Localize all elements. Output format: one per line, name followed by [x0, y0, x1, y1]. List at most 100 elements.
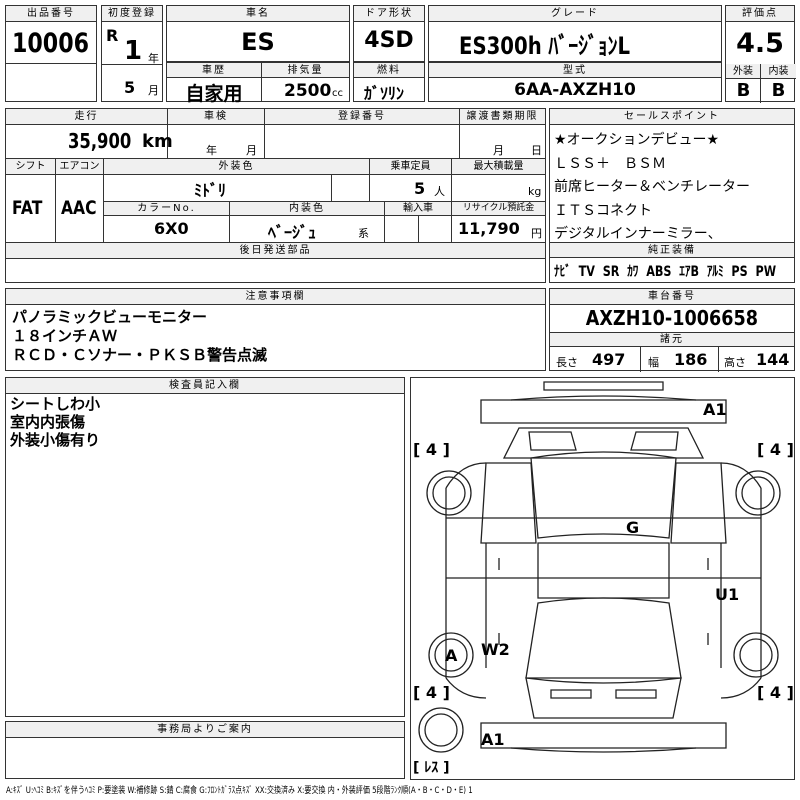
width-label: 幅: [648, 356, 659, 369]
history-box: 車歴 自家用: [166, 62, 262, 105]
lot-number-box: 出品番号 10006: [5, 5, 97, 102]
int-color: ﾍﾞｰｼﾞｭ: [268, 223, 317, 242]
sales-points-box: セールスポイント ★オークションデビュー★ ＬＳＳ＋ ＢＳＭ 前席ヒーター＆ベン…: [549, 108, 795, 283]
equipment-item: TV: [578, 264, 595, 280]
notes-label: 注意事項欄: [6, 289, 545, 305]
sales-points-label: セールスポイント: [550, 109, 794, 125]
sales-point-line: デジタルインナーミラー、: [554, 226, 722, 242]
equipment-item: ﾅﾋﾞ: [554, 264, 571, 280]
interior-grade-label: 内装: [761, 64, 796, 79]
chassis-number: AXZH10-1006658: [585, 306, 759, 330]
registration-year: 1: [124, 36, 143, 66]
chassis-label: 車台番号: [550, 289, 794, 305]
notes-list: パノラミックビューモニター １８インチＡＷ ＲＣＤ・Ｃソナー・ＰＫＳＢ警告点滅: [12, 308, 267, 365]
year-unit: 年: [148, 52, 159, 65]
transfer-label: 譲渡書類期限: [460, 109, 545, 125]
inspector-line: 室内内張傷: [10, 413, 86, 431]
lot-number: 10006: [12, 28, 90, 59]
damage-mark-u1: U1: [715, 585, 740, 604]
exterior-grade-label: 外装: [726, 64, 761, 79]
ac: AAC: [61, 197, 97, 219]
length-label: 長さ: [556, 356, 578, 369]
car-name: ES: [241, 28, 275, 56]
inspector-list: シートしわ小 室内内張傷 外装小傷有り: [10, 395, 100, 449]
int-color-label: 内装色: [230, 202, 385, 216]
grade-box: グレード ES300h ﾊﾞｰｼﾞｮﾝL: [428, 5, 722, 62]
first-registration-label: 初度登録: [102, 6, 162, 22]
height-label: 高さ: [724, 356, 746, 369]
grade: ES300h ﾊﾞｰｼﾞｮﾝL: [459, 32, 630, 60]
equipment-item: PW: [755, 264, 777, 280]
car-damage-diagram: A1 G U1 W2 A A1 [ 4 ] [ 4 ] [ 4 ] [ 4 ] …: [410, 377, 795, 780]
score-label: 評価点: [726, 6, 794, 22]
color-no: 6X0: [154, 219, 189, 238]
inspector-label: 検査員記入欄: [6, 378, 404, 394]
lot-number-label: 出品番号: [6, 6, 96, 22]
score-box: 評価点 4.5 外装 内装 B B: [725, 5, 796, 103]
note-line: １８インチＡＷ: [12, 327, 118, 345]
sales-point-line: ＩＴＳコネクト: [554, 202, 652, 219]
equipment-item: ｱﾙﾐ: [706, 264, 724, 280]
max-load-unit: kg: [528, 185, 542, 198]
mileage-label: 走行: [6, 109, 168, 125]
spare-tyre: [ ﾚｽ ]: [413, 760, 450, 776]
shift-label: シフト: [6, 159, 56, 175]
recycle-fee: 11,790: [458, 219, 520, 238]
sales-point-line: ★オークションデビュー★: [554, 132, 720, 148]
registration-month: 5: [124, 78, 136, 97]
equipment-label: 純正装備: [550, 242, 794, 258]
first-registration-box: 初度登録 R 1 年 5 月: [101, 5, 163, 102]
later-parts-label: 後日発送部品: [6, 243, 545, 259]
spec-label: 諸元: [550, 332, 794, 347]
recycle-unit: 円: [531, 227, 542, 240]
inspector-line: 外装小傷有り: [10, 431, 101, 449]
max-load-label: 最大積載量: [452, 159, 545, 175]
notes-box: 注意事項欄 パノラミックビューモニター １８インチＡＷ ＲＣＤ・Ｃソナー・ＰＫＳ…: [5, 288, 546, 371]
displacement: 2500: [284, 81, 332, 101]
equipment-item: PS: [731, 264, 748, 280]
month-unit: 月: [148, 84, 159, 97]
inspection-label: 車検: [168, 109, 265, 125]
fuel: ｶﾞｿﾘﾝ: [364, 84, 405, 103]
ext-color: ﾐﾄﾞﾘ: [194, 181, 227, 200]
exterior-grade: B: [736, 80, 751, 101]
equipment-item: SR: [602, 264, 620, 280]
transfer-day-unit: 日: [531, 144, 542, 157]
note-line: パノラミックビューモニター: [12, 308, 208, 326]
inspection-year-unit: 年: [206, 144, 217, 157]
office-label: 事務局よりご案内: [6, 722, 404, 738]
details-box: 走行 車検 登録番号 譲渡書類期限 35,900 km 年 月 月 日 シフト …: [5, 108, 546, 283]
inspector-box: 検査員記入欄 シートしわ小 室内内張傷 外装小傷有り: [5, 377, 405, 717]
capacity: 5: [414, 179, 426, 198]
model-box: 型式 6AA-AXZH10: [428, 62, 722, 102]
sales-point-line: ＬＳＳ＋ ＢＳＭ: [554, 155, 666, 172]
damage-mark-a1-rear: A1: [481, 730, 505, 749]
length: 497: [592, 350, 626, 369]
int-color-suffix: 系: [358, 227, 369, 240]
recycle-label: リサイクル預託金: [452, 202, 545, 216]
office-box: 事務局よりご案内: [5, 721, 405, 779]
transfer-month-unit: 月: [493, 144, 504, 157]
equipment-list: ﾅﾋﾞ TV SR ｶﾜ ABS ｴｱB ｱﾙﾐ PS PW: [554, 261, 800, 281]
tyre-rear-left: [ 4 ]: [413, 683, 450, 702]
mileage: 35,900: [68, 129, 132, 153]
height: 144: [756, 350, 790, 369]
tyre-rear-right: [ 4 ]: [757, 683, 794, 702]
car-outline: [418, 381, 781, 753]
equipment-item: ｴｱB: [679, 264, 700, 280]
mileage-unit: km: [142, 131, 173, 152]
model-label: 型式: [429, 63, 721, 78]
car-name-box: 車名 ES: [166, 5, 350, 62]
capacity-label: 乗車定員: [370, 159, 452, 175]
inspector-line: シートしわ小: [10, 395, 101, 413]
color-no-label: カラーNo.: [104, 202, 230, 216]
sales-point-line: 前席ヒーター＆ベンチレーター: [554, 179, 750, 195]
car-name-label: 車名: [167, 6, 349, 22]
width: 186: [674, 350, 708, 369]
equipment-item: ABS: [646, 264, 672, 280]
damage-mark-a: A: [445, 646, 458, 665]
interior-grade: B: [771, 80, 786, 101]
history-label: 車歴: [167, 63, 261, 78]
shift: FAT: [12, 197, 43, 219]
import-label: 輸入車: [385, 202, 452, 216]
